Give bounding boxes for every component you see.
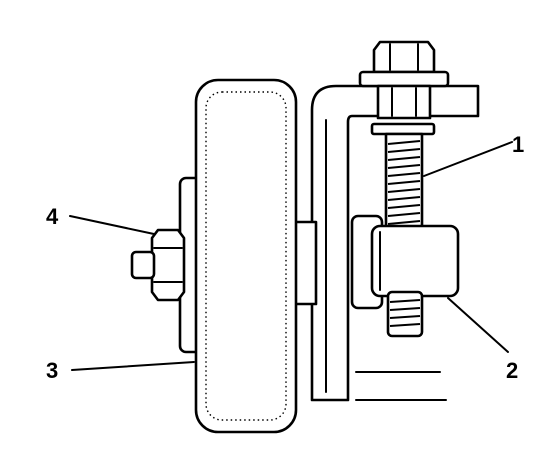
- adjuster-block: [350, 214, 460, 338]
- stud-threads: [387, 140, 421, 225]
- adjuster-bolt: [358, 40, 450, 236]
- idler-pulley: [194, 78, 298, 434]
- pulley-bolt: [130, 228, 186, 302]
- callout-4: 4: [46, 204, 59, 229]
- leader-lines: [69, 141, 513, 371]
- callout-1: 1: [512, 132, 524, 157]
- callout-3: 3: [46, 358, 58, 383]
- mounting-bracket: [310, 84, 480, 402]
- callout-2: 2: [506, 358, 518, 383]
